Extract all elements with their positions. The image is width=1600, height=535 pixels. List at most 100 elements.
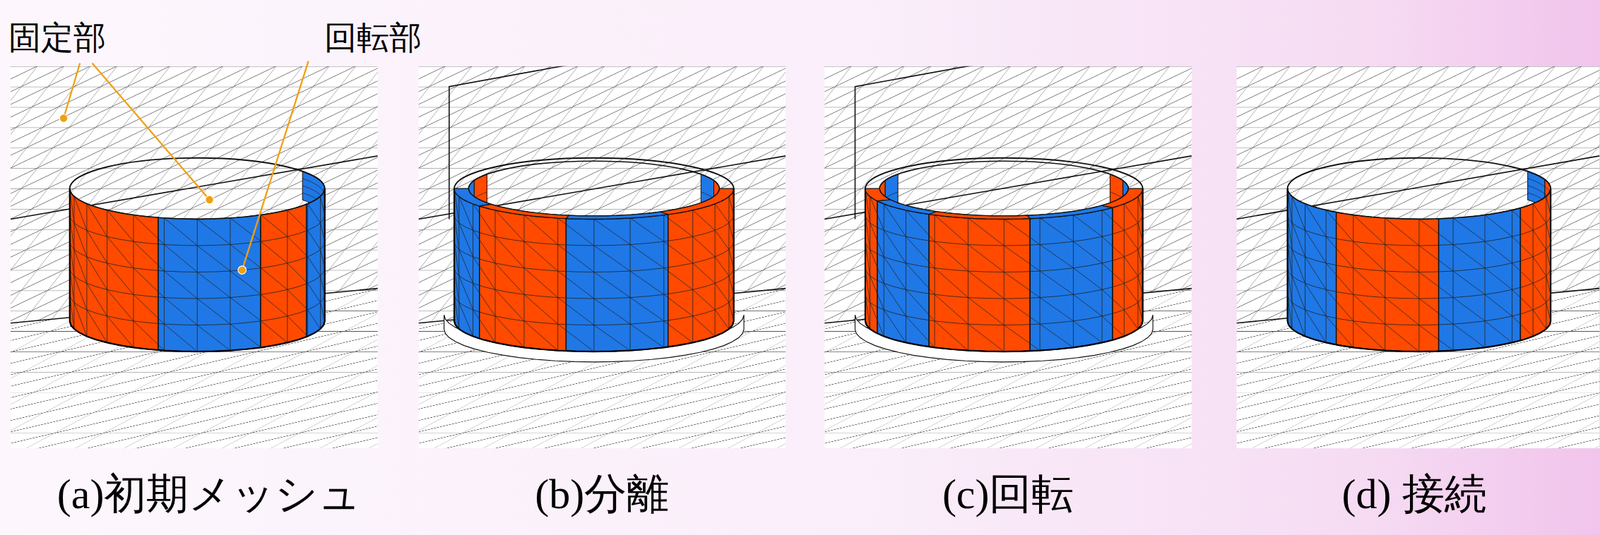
cyl-mesh	[1039, 218, 1041, 352]
cyl-mesh	[1073, 241, 1102, 264]
cyl-mesh	[107, 210, 134, 242]
panel-caption: (c)回転	[942, 469, 1075, 520]
cyl-mesh	[1512, 289, 1534, 311]
cyl-mesh	[865, 215, 1143, 246]
cyl-mesh	[1123, 230, 1139, 250]
fixed-mesh	[824, 66, 1192, 449]
cyl-mesh	[870, 223, 885, 258]
fixed-mesh	[10, 66, 378, 449]
cyl-mesh	[1003, 218, 1005, 352]
cyl-mesh	[692, 210, 693, 344]
cyl-mesh	[1352, 215, 1354, 349]
cyl-mesh	[1419, 245, 1454, 272]
cyl-mesh	[523, 215, 525, 349]
cyl-mesh	[454, 241, 734, 272]
cyl-mesh	[714, 230, 730, 250]
cyl-mesh	[1073, 294, 1102, 317]
cyl-mesh	[1137, 196, 1139, 330]
cyl-mesh	[230, 324, 262, 348]
cyl-mesh	[967, 244, 1004, 272]
cyl-mesh	[260, 268, 287, 291]
cyl-mesh	[473, 257, 496, 291]
cyl-mesh	[1453, 324, 1485, 348]
cyl-mesh	[1287, 241, 1552, 272]
cyl-mesh	[865, 241, 1143, 272]
cyl-mesh	[1287, 268, 1552, 299]
cyl-mesh	[870, 302, 885, 337]
cyl-mesh	[260, 241, 287, 264]
cyl-mesh	[307, 257, 321, 277]
cyl-mesh	[163, 298, 198, 326]
cyl-outline	[1287, 188, 1552, 352]
leader-dot	[205, 195, 215, 205]
cyl-mesh	[967, 298, 1004, 326]
cyl-mesh	[1292, 276, 1306, 311]
rotor-band	[565, 214, 668, 352]
cyl-mesh	[1512, 316, 1534, 337]
cyl-mesh	[74, 249, 87, 284]
cyl-mesh	[663, 215, 665, 349]
cyl-mesh	[630, 298, 665, 322]
cyl-mesh	[1073, 321, 1102, 344]
cyl-mesh	[1123, 204, 1125, 337]
cyl-mesh	[230, 298, 262, 322]
cyl-mesh	[714, 283, 730, 303]
cyl-mesh	[133, 294, 165, 325]
cyl-mesh	[287, 210, 308, 231]
cyl-mesh	[1101, 236, 1124, 258]
ring-top-band	[1101, 188, 1143, 208]
panel-caption: (b)分離	[534, 469, 669, 520]
cyl-mesh	[883, 204, 906, 238]
cyl-mesh	[1532, 310, 1547, 330]
cyl-mesh	[1325, 210, 1354, 242]
cyl-mesh	[74, 223, 87, 258]
cyl-mesh	[163, 324, 198, 352]
cyl-mesh	[1101, 289, 1124, 311]
cyl-mesh	[967, 218, 969, 352]
cyl-mesh	[1353, 294, 1386, 325]
cyl-mesh	[692, 316, 715, 337]
cyl-mesh	[524, 321, 559, 352]
cyl-mesh	[630, 324, 665, 348]
cyl-mesh	[558, 298, 595, 326]
cyl-mesh	[473, 283, 496, 317]
cyl-mesh	[458, 196, 460, 330]
cyl-mesh	[934, 241, 968, 272]
rotor-band	[306, 188, 325, 337]
panel-caption: (d) 接続	[1342, 469, 1487, 520]
ring-top	[454, 158, 734, 220]
cyl-mesh	[1003, 298, 1040, 325]
cyl-mesh	[1101, 263, 1124, 284]
cyl-mesh	[1484, 215, 1513, 238]
mesh-panel	[418, 66, 787, 449]
cyl-mesh	[558, 271, 595, 299]
cyl-mesh	[905, 236, 935, 268]
rotor-band	[1336, 212, 1439, 352]
cyl-mesh	[557, 218, 559, 352]
cyl-mesh	[714, 257, 730, 277]
ring-top-band	[1027, 205, 1113, 219]
cyl-outline	[865, 188, 1143, 352]
cyl-mesh	[1073, 215, 1074, 349]
cyl-mesh	[1532, 257, 1547, 277]
cyl-mesh	[495, 236, 525, 268]
cyl-mesh	[473, 204, 496, 238]
cyl-mesh	[1123, 257, 1139, 277]
leader-line	[91, 63, 210, 200]
cyl-mesh	[1101, 316, 1124, 337]
cyl-mesh	[1305, 230, 1327, 264]
cyl-mesh	[1101, 210, 1124, 231]
cyl-mesh	[1419, 271, 1454, 298]
cyl-mesh	[307, 204, 308, 337]
cyl-mesh	[967, 271, 1004, 299]
cyl-mesh	[1484, 294, 1513, 317]
ring-top-band	[454, 188, 491, 207]
cyl-mesh	[69, 241, 325, 272]
cyl-outline	[454, 188, 734, 352]
cyl-mesh	[934, 321, 968, 352]
cyl-mesh	[86, 230, 108, 264]
cyl-mesh	[1353, 268, 1386, 299]
cyl-mesh	[1039, 244, 1074, 268]
ring-top-band	[565, 211, 668, 219]
